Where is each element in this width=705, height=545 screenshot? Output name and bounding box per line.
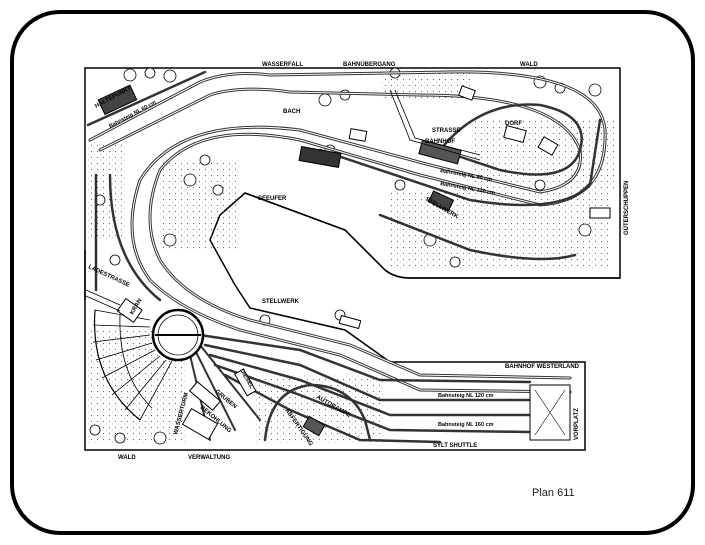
track-westerland-2 [203, 343, 532, 402]
label-sylt-shuttle: SYLT SHUTTLE [433, 443, 477, 449]
track-westerland-4 [213, 363, 532, 434]
label-wasserfall: WASSERFALL [262, 62, 303, 68]
roads [85, 89, 481, 312]
track-haltepunkt [86, 70, 207, 127]
tracks [86, 70, 607, 444]
label-bahnsteig-nl-120-bottom: Bahnsteig NL 120 cm [438, 393, 494, 399]
label-bahnsteig-nl-160: Bahnsteig NL 160 cm [438, 422, 494, 428]
turntable [151, 308, 205, 362]
track-westerland-3 [208, 353, 532, 417]
label-gueterschuppen: GÜTERSCHUPPEN [623, 181, 630, 235]
label-bach: BACH [283, 109, 300, 115]
label-verwaltung: VERWALTUNG [188, 455, 230, 461]
track-westerland-1 [198, 333, 532, 384]
label-stellwerk-mid: STELLWERK [262, 299, 300, 305]
plan-caption: Plan 611 [532, 487, 575, 499]
label-bahnuebergang: BAHNÜBERGANG [343, 61, 396, 68]
track-upper-right [318, 118, 602, 207]
track-autorampe [263, 383, 372, 442]
buildings [97, 84, 611, 441]
label-bahnhof: BAHNHOF [425, 139, 455, 145]
track-village-loop [437, 103, 583, 176]
track-left-siding-2 [108, 173, 162, 302]
label-wald-top: WALD [520, 62, 538, 68]
label-seeufer: SEEUFER [258, 196, 287, 202]
label-wald-bottom: WALD [118, 455, 136, 461]
label-bahnhof-westerland: BAHNHOF WESTERLAND [505, 364, 580, 370]
terrain-stipple [86, 70, 615, 445]
label-dorf: DORF [505, 121, 522, 127]
label-vorplatz: VORPLATZ [574, 408, 580, 440]
label-strasse: STRASSE [432, 128, 460, 134]
track-lower-siding [378, 213, 577, 261]
